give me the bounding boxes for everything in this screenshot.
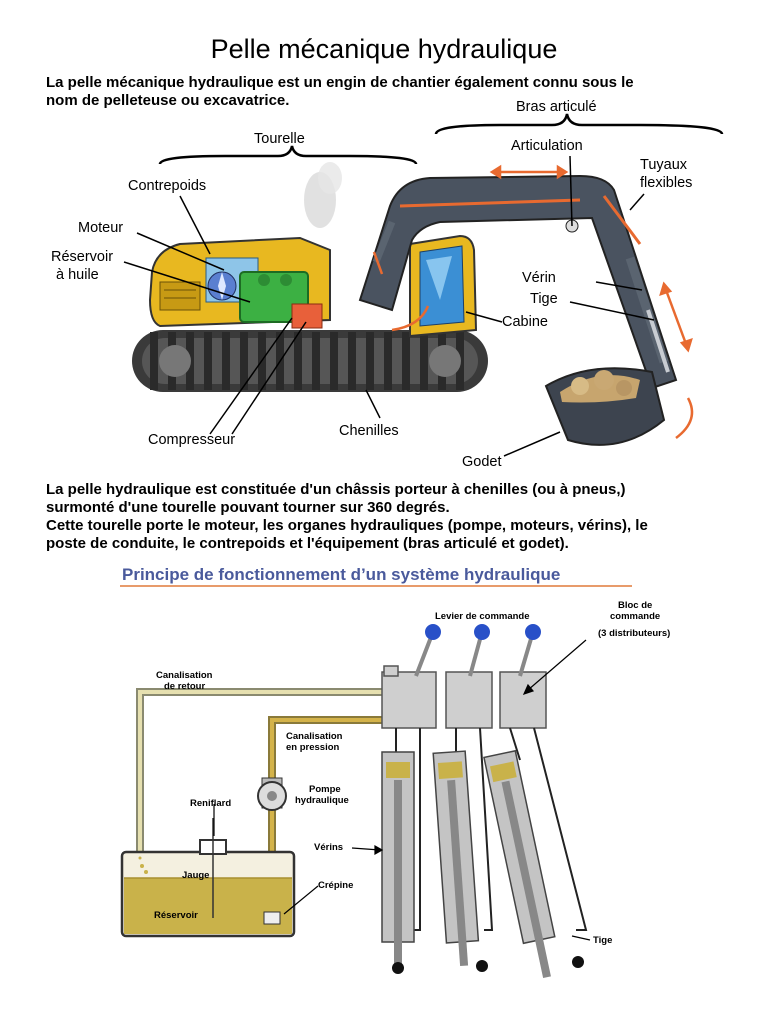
- label-arrows: [213, 639, 591, 941]
- label-pression-line2: en pression: [286, 742, 340, 753]
- label-verins: Vérins: [314, 842, 344, 853]
- label-bloc-commande: Bloc de commande (3 distributeurs): [598, 600, 670, 639]
- description-line-2: surmonté d'une tourelle pouvant tourner …: [46, 499, 450, 516]
- intro-paragraph: La pelle mécanique hydraulique est un en…: [46, 74, 736, 110]
- pump: [257, 777, 287, 811]
- cylinder-2: [432, 750, 480, 966]
- label-reservoir-line1: Réservoir: [51, 249, 114, 265]
- description-line-3: Cette tourelle porte le moteur, les orga…: [46, 517, 648, 534]
- motion-arrows: [372, 164, 694, 439]
- label-tourelle: Tourelle: [254, 131, 305, 147]
- description-paragraph: La pelle hydraulique est constituée d'un…: [46, 481, 736, 553]
- label-bloc-line3: (3 distributeurs): [598, 628, 671, 639]
- label-tige: Tige: [530, 291, 558, 307]
- cylinder-hoses: [395, 727, 588, 931]
- label-verin: Vérin: [522, 270, 556, 286]
- description-line-1: La pelle hydraulique est constituée d'un…: [46, 481, 626, 498]
- turret-body: [148, 236, 331, 329]
- label-pression-line1: Canalisation: [286, 731, 343, 742]
- bucket: [544, 367, 666, 446]
- label-reniflard: Reniflard: [190, 798, 232, 809]
- label-cabine: Cabine: [502, 314, 548, 330]
- tourelle-brace: [158, 145, 418, 165]
- label-pompe-line1: Pompe: [309, 784, 341, 795]
- label-jauge: Jauge: [182, 870, 210, 881]
- label-contrepoids: Contrepoids: [128, 178, 207, 194]
- label-retour-line1: Canalisation: [156, 670, 213, 681]
- label-crepine: Crépine: [318, 880, 354, 891]
- label-tuyaux-line1: Tuyaux: [640, 157, 688, 173]
- label-godet: Godet: [462, 454, 502, 470]
- levers: [414, 624, 541, 677]
- page-title: Pelle mécanique hydraulique: [210, 34, 558, 64]
- label-canalisation-pression: Canalisation en pression: [286, 731, 343, 753]
- label-articulation: Articulation: [511, 138, 583, 154]
- label-bloc-line2: commande: [610, 611, 661, 622]
- label-tuyaux-line2: flexibles: [640, 175, 693, 191]
- tracks: [132, 330, 488, 392]
- label-reservoir-line2: à huile: [56, 267, 99, 283]
- label-tige-hydraulique: Tige: [593, 935, 613, 946]
- cylinder-1: [381, 751, 415, 974]
- cylinder-3: [483, 749, 556, 978]
- label-chenilles: Chenilles: [339, 423, 399, 439]
- label-moteur: Moteur: [78, 220, 124, 236]
- bras-brace: [434, 113, 724, 135]
- description-line-4: poste de conduite, le contrepoids et l'é…: [46, 535, 569, 552]
- hydraulic-title: Principe de fonctionnement d’un système …: [122, 565, 561, 584]
- compressor-block: [291, 303, 323, 329]
- label-bloc-line1: Bloc de: [618, 600, 653, 611]
- label-canalisation-retour: Canalisation de retour: [156, 670, 213, 692]
- label-pompe-line2: hydraulique: [295, 795, 349, 806]
- leader-lines: [123, 155, 655, 457]
- intro-line-1: La pelle mécanique hydraulique est un en…: [46, 74, 634, 91]
- label-reservoir: Réservoir: [154, 910, 198, 921]
- cab: [409, 234, 478, 338]
- label-tuyaux-flexibles: Tuyaux flexibles: [640, 156, 692, 192]
- label-bras-articule: Bras articulé: [516, 99, 597, 115]
- intro-line-2: nom de pelleteuse ou excavatrice.: [46, 92, 290, 109]
- label-compresseur: Compresseur: [148, 432, 236, 448]
- label-pompe-hydraulique: Pompe hydraulique: [295, 784, 349, 806]
- label-retour-line2: de retour: [164, 681, 206, 692]
- return-pipe: [136, 688, 384, 862]
- engine-block: [239, 271, 309, 323]
- control-blocks: [381, 665, 547, 729]
- label-reservoir-huile: Réservoir à huile: [51, 248, 113, 284]
- excavator-illustration: [123, 113, 724, 457]
- label-levier-commande: Levier de commande: [435, 611, 530, 622]
- boom-arm: [358, 174, 678, 390]
